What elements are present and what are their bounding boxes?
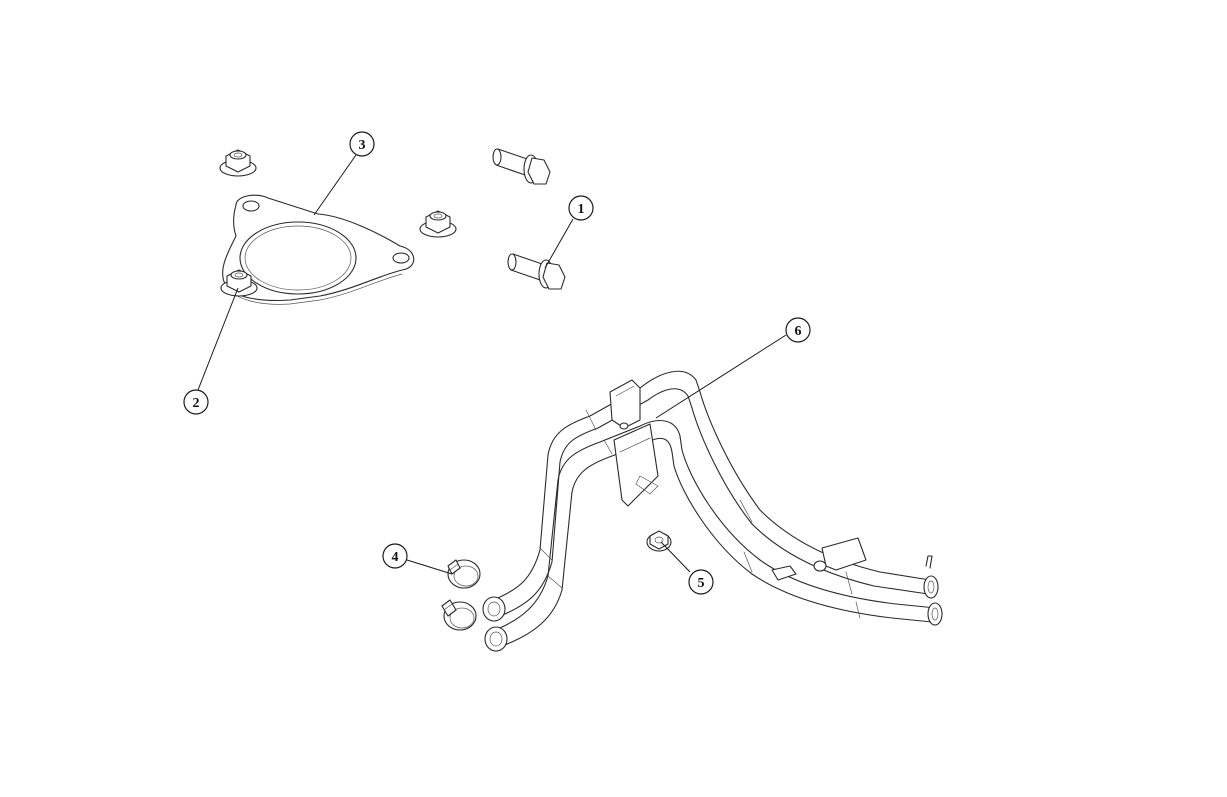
callout-2-label: 2: [193, 396, 200, 411]
callout-6: 6: [785, 317, 811, 343]
callout-1: 1: [568, 195, 594, 221]
hose-clamp-lower: [441, 599, 477, 631]
leader-line-6: [655, 334, 787, 419]
leader-line-5: [660, 541, 691, 573]
callout-3: 3: [349, 131, 375, 157]
heater-hose-assembly: [482, 370, 943, 652]
callout-3-label: 3: [359, 138, 366, 153]
leader-line-4: [406, 559, 453, 575]
callout-5: 5: [688, 569, 714, 595]
callout-1-label: 1: [578, 202, 585, 217]
callout-2: 2: [183, 389, 209, 415]
hose-clamp-upper: [447, 559, 481, 589]
leader-line-3: [313, 154, 357, 216]
flange-bolt-upper: [492, 148, 551, 185]
flange-nut-bottom-left: [220, 269, 258, 297]
flange-nut-top-left: [219, 149, 257, 177]
exhaust-gasket: [222, 194, 415, 305]
leader-line-2: [197, 287, 239, 391]
leader-line-1: [544, 218, 574, 269]
flange-bolt-lower: [507, 253, 566, 290]
flange-nut-right: [419, 210, 457, 238]
callout-6-label: 6: [795, 324, 802, 339]
callout-4: 4: [382, 543, 408, 569]
callout-5-label: 5: [698, 576, 705, 591]
callout-4-label: 4: [392, 550, 399, 565]
